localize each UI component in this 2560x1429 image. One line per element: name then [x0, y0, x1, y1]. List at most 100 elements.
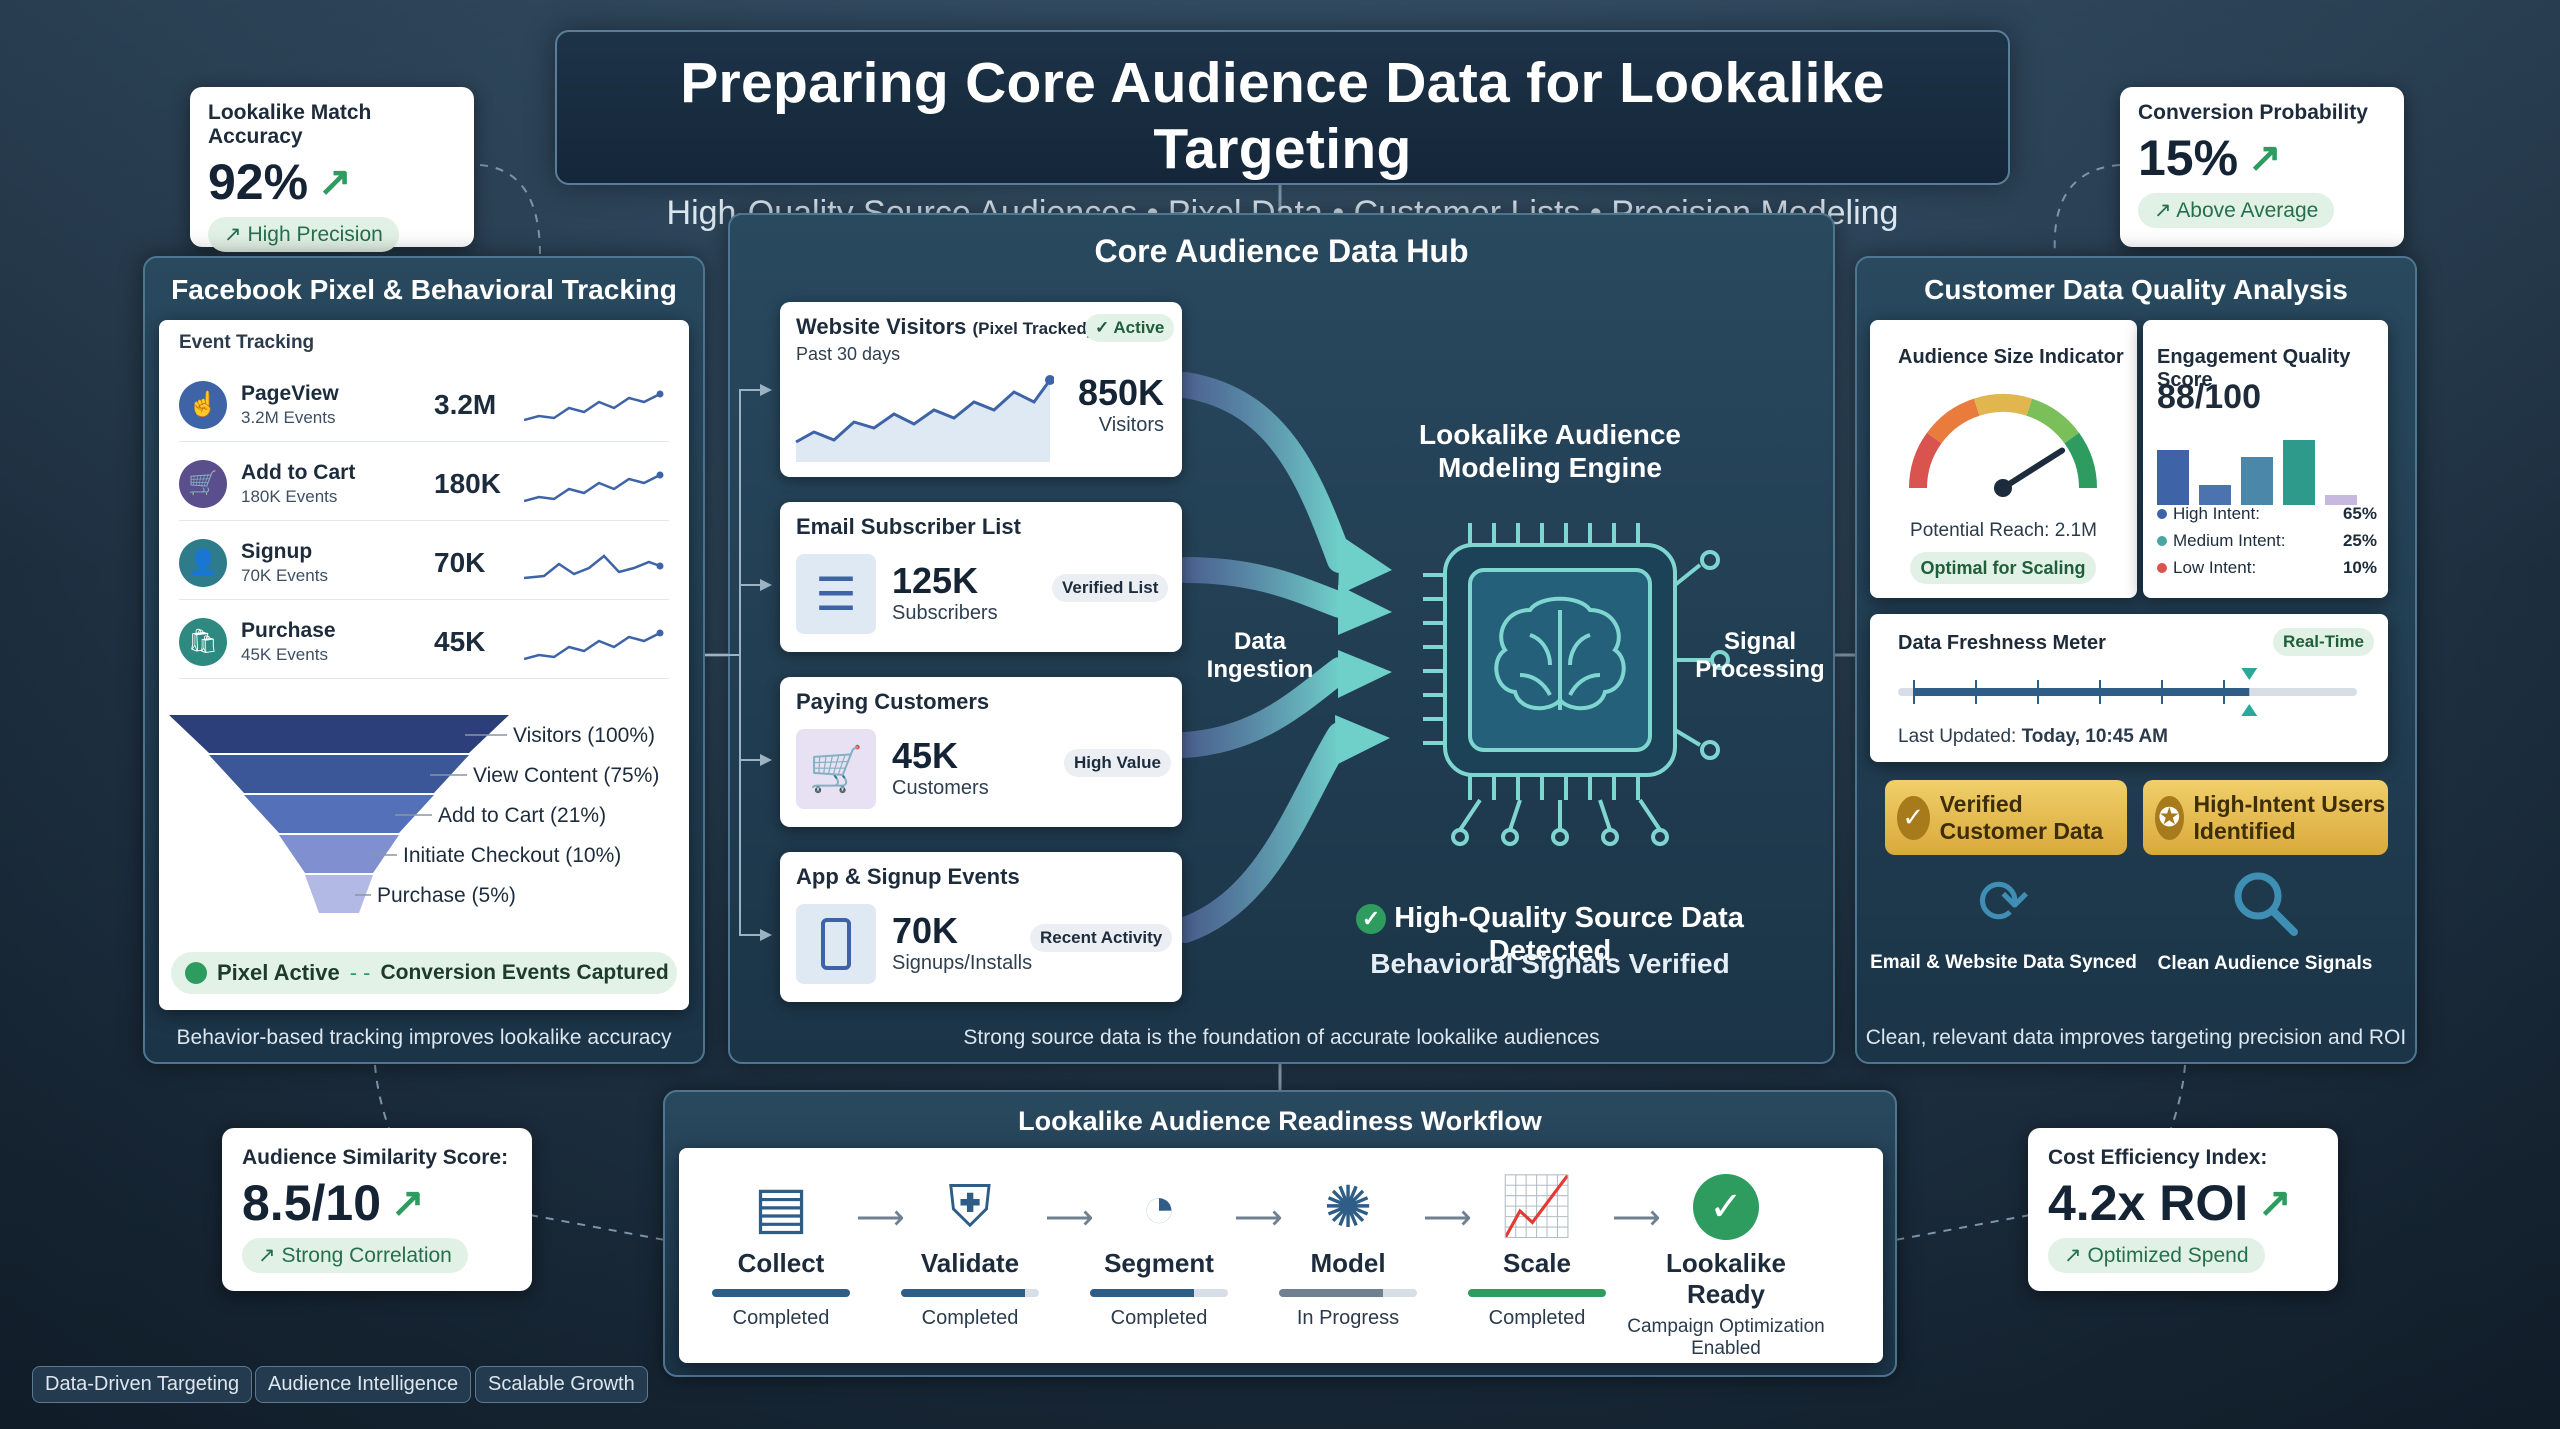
pageview-icon: ☝: [179, 380, 227, 429]
step-name: Scale: [1503, 1248, 1571, 1278]
step-name: Segment: [1104, 1248, 1214, 1278]
award-icon: ✪: [2155, 795, 2184, 840]
legend-dot-icon: [2157, 536, 2167, 546]
bag-icon: 🛍: [179, 617, 227, 666]
event-sub: 45K Events: [241, 644, 328, 664]
pill-text: Above Average: [2176, 199, 2319, 222]
arrow-right-icon: ⟶: [1423, 1199, 1472, 1237]
intent-label: Low Intent:: [2173, 558, 2257, 577]
panel-title: Lookalike Audience Readiness Workflow: [1018, 1106, 1542, 1136]
step-name: Validate: [920, 1248, 1020, 1278]
intent-value: 65%: [2342, 504, 2377, 523]
stat-pill: ↗ Strong Correlation: [242, 1238, 468, 1273]
engagement-card: Engagement Quality Score 88/100 High Int…: [2143, 320, 2388, 598]
event-sparkline: [524, 471, 664, 503]
source-app-signups: App & Signup Events 70K Signups/Installs…: [780, 852, 1182, 1002]
source-title: Email Subscriber List: [796, 514, 1021, 539]
funnel-label: Initiate Checkout (10%): [403, 844, 621, 867]
step-progress: [1090, 1289, 1228, 1297]
source-title: App & Signup Events: [796, 864, 1020, 889]
gauge-icon: [1909, 394, 2097, 497]
source-unit: Visitors: [1098, 414, 1164, 436]
step-status: Campaign Optimization Enabled: [1627, 1316, 1825, 1359]
ai-chip-icon: [1423, 523, 1730, 846]
cart-icon: 🛒: [796, 729, 876, 809]
status-badge: Recent Activity: [1030, 924, 1173, 952]
funnel-stage: [305, 875, 373, 913]
workflow-step: ✓ Lookalike Ready Campaign Optimization …: [1626, 1172, 1826, 1360]
updated-label: Last Updated:: [1898, 726, 2017, 747]
status-badge: Verified List: [1052, 574, 1169, 602]
pixel-status-bar: Pixel Active - - Conversion Events Captu…: [171, 952, 677, 994]
source-title: Website Visitors: [796, 314, 967, 339]
conversion-probability-card: Conversion Probability 15%↗ ↗ Above Aver…: [2120, 87, 2404, 247]
match-accuracy-card: Lookalike Match Accuracy 92%↗ ↗ High Pre…: [190, 87, 474, 252]
status-badge: ✓ Active: [1085, 314, 1175, 342]
arrow-right-icon: ⟶: [1612, 1199, 1661, 1237]
source-website-visitors: Website Visitors (Pixel Tracked) ✓ Activ…: [780, 302, 1182, 477]
stat-label: Audience Similarity Score:: [242, 1146, 509, 1169]
engagement-bar: [2283, 440, 2315, 505]
brain-icon: ✺: [1323, 1175, 1373, 1240]
panel-footer: Strong source data is the foundation of …: [963, 1026, 1600, 1049]
stat-value: 4.2x ROI: [2048, 1175, 2249, 1231]
freshness-card: Data Freshness Meter Real-Time Last Upda…: [1870, 614, 2388, 762]
source-unit: Signups/Installs: [892, 952, 1033, 974]
intent-row: Low Intent:10%: [2157, 558, 2377, 585]
pill-text: High Precision: [247, 223, 383, 246]
check-seal-icon: ✓: [1897, 795, 1930, 840]
pie-icon: ◔: [1141, 1174, 1177, 1240]
engine-label: Lookalike Audience Modeling Engine: [1419, 419, 1681, 483]
clean-signals-feature: Clean Audience Signals: [2135, 868, 2395, 975]
cart-icon: 🛒: [179, 459, 227, 508]
engagement-bar: [2199, 485, 2231, 505]
legend-dot-icon: [2157, 509, 2167, 519]
card-label: Data Freshness Meter: [1898, 632, 2106, 654]
step-progress: [1468, 1289, 1606, 1297]
event-sparkline: [524, 390, 664, 422]
period-label: Past 30 days: [796, 344, 901, 364]
engagement-bar: [2325, 495, 2357, 505]
stat-label: Conversion Probability: [2138, 101, 2368, 124]
card-label: Engagement Quality Score: [2157, 346, 2351, 391]
page-title: Preparing Core Audience Data for Lookali…: [680, 51, 1885, 181]
pixel-tracking-panel: Facebook Pixel & Behavioral Tracking Eve…: [143, 256, 705, 1064]
source-value: 125K: [892, 560, 979, 601]
source-paying-customers: Paying Customers 🛒 45K Customers High Va…: [780, 677, 1182, 827]
panel-title: Core Audience Data Hub: [1094, 233, 1469, 269]
trend-up-icon: ↗: [391, 1181, 425, 1225]
source-value: 850K: [1077, 372, 1164, 413]
engagement-score: 88/100: [2157, 378, 2261, 416]
growth-chart-icon: 📈: [1500, 1174, 1574, 1239]
event-row: 👤 Signup 70K Events 70K: [179, 526, 669, 600]
sync-icon: ⟳: [1977, 868, 2030, 937]
funnel-stage: [244, 795, 434, 833]
pill-text: Optimized Spend: [2087, 1244, 2249, 1267]
stat-label: Lookalike Match Accuracy: [208, 101, 372, 148]
step-progress: [901, 1289, 1039, 1297]
event-row: 🛍 Purchase 45K Events 45K: [179, 605, 669, 679]
high-intent-badge: ✪ High-Intent Users Identified: [2143, 780, 2388, 855]
conversion-funnel: Visitors (100%)View Content (75%)Add to …: [169, 715, 659, 913]
trend-up-icon: ↗: [318, 160, 352, 204]
pixel-status: Pixel Active: [217, 960, 340, 985]
magnifier-icon: [2234, 872, 2298, 936]
source-value: 70K: [892, 910, 959, 951]
workflow-step: 📈 Scale Completed: [1462, 1172, 1612, 1330]
arrow-right-icon: ⟶: [856, 1199, 905, 1237]
captured-label: Conversion Events Captured: [380, 961, 669, 984]
updated-time: Today, 10:45 AM: [2021, 726, 2168, 747]
intent-label: Medium Intent:: [2173, 531, 2286, 550]
step-name: Model: [1310, 1248, 1386, 1278]
source-unit: Customers: [892, 777, 989, 799]
event-sub: 3.2M Events: [241, 407, 336, 427]
trend-up-icon: ↗: [2248, 136, 2282, 180]
funnel-stage: [169, 715, 509, 753]
event-row: 🛒 Add to Cart 180K Events 180K: [179, 447, 669, 521]
tag-scalable-growth: Scalable Growth: [475, 1366, 648, 1403]
status-badge: High Value: [1064, 749, 1171, 777]
trend-up-icon: ↗: [2258, 1181, 2292, 1225]
tag-audience-intelligence: Audience Intelligence: [255, 1366, 472, 1403]
arrow-right-icon: ⟶: [1234, 1199, 1283, 1237]
